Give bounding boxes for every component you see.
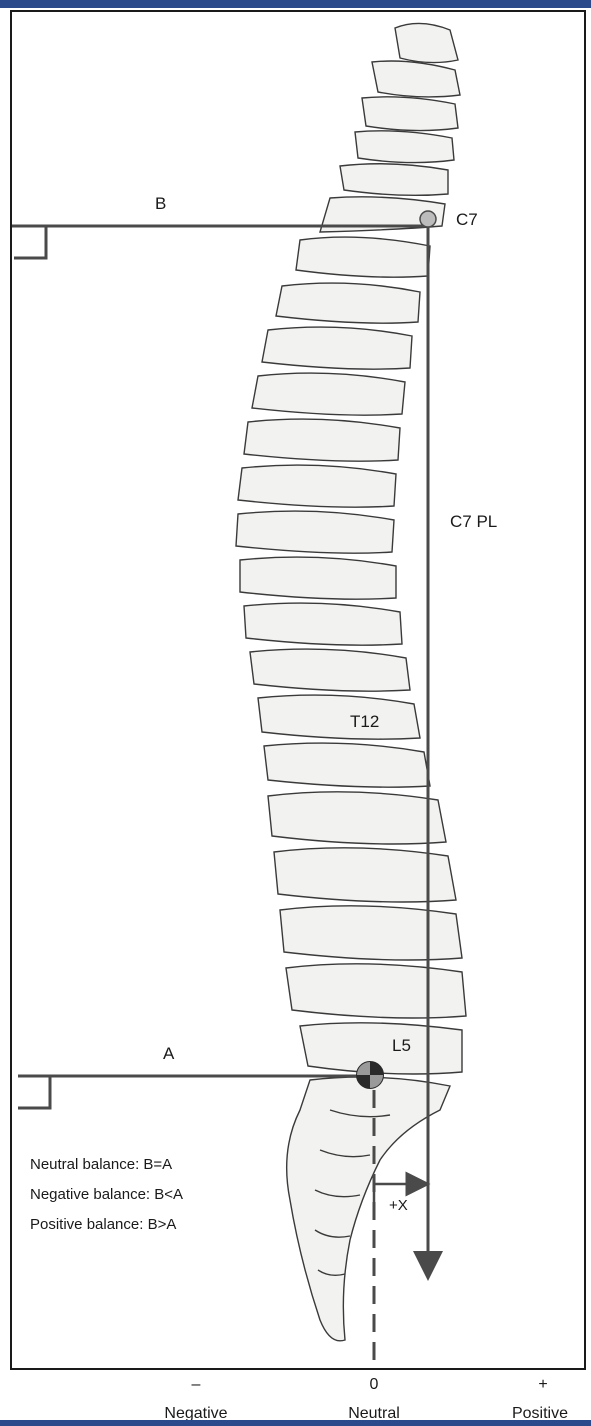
label-b: B bbox=[155, 194, 166, 214]
label-a: A bbox=[163, 1044, 174, 1064]
axis-positive-symbol: + bbox=[523, 1376, 563, 1394]
legend-positive: Positive balance: B>A bbox=[30, 1216, 176, 1233]
axis-neutral-symbol: 0 bbox=[354, 1376, 394, 1394]
sacrum bbox=[287, 1077, 450, 1341]
legend-neutral: Neutral balance: B=A bbox=[30, 1156, 172, 1173]
c7-marker bbox=[420, 211, 436, 227]
label-l5: L5 bbox=[392, 1036, 411, 1056]
label-c7-pl: C7 PL bbox=[450, 512, 497, 532]
label-c7: C7 bbox=[456, 210, 478, 230]
right-angle-marker-b bbox=[14, 226, 46, 258]
lumbar-vertebrae bbox=[268, 792, 466, 1074]
legend-negative: Negative balance: B<A bbox=[30, 1186, 183, 1203]
label-t12: T12 bbox=[350, 712, 379, 732]
right-angle-marker-a bbox=[18, 1076, 50, 1108]
label-plus-x: +X bbox=[389, 1197, 408, 1214]
cervical-vertebrae bbox=[320, 23, 460, 232]
axis-negative-symbol: – bbox=[176, 1376, 216, 1394]
l5-marker bbox=[357, 1062, 383, 1088]
thoracic-vertebrae bbox=[236, 237, 430, 787]
bottom-accent-band bbox=[0, 1420, 591, 1426]
